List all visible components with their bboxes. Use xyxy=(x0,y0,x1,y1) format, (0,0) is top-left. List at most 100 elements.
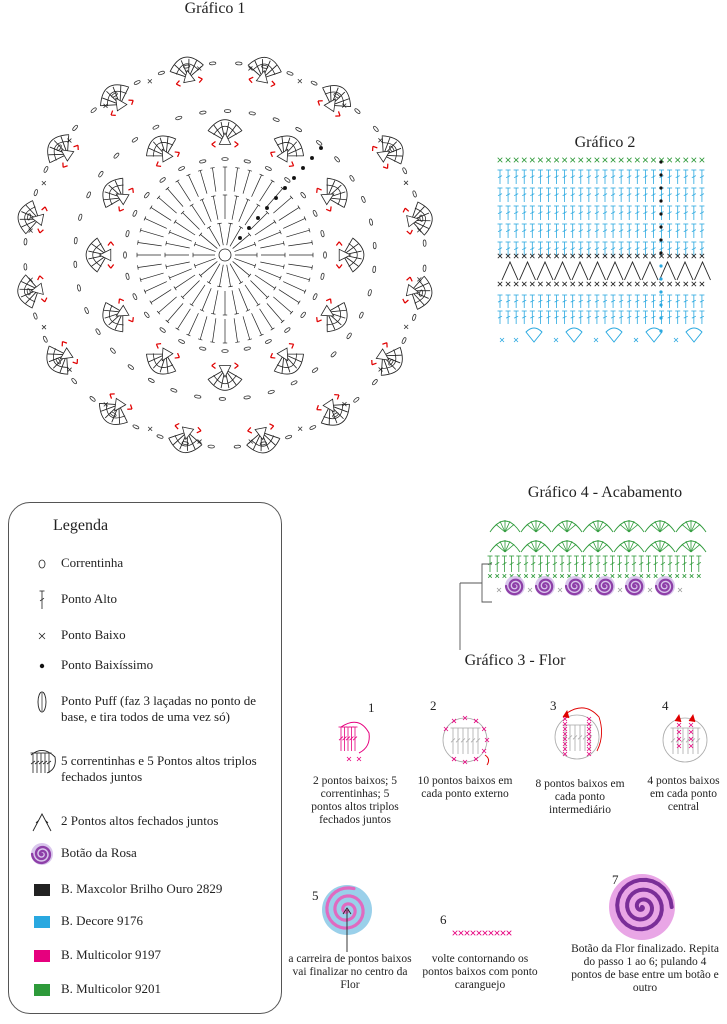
legend-text: 5 correntinhas e 5 Pontos altos triplos … xyxy=(61,753,257,784)
fan-motif xyxy=(102,298,134,333)
chart-1-title: Gráfico 1 xyxy=(184,0,246,17)
puff-stitch-icon xyxy=(27,689,57,715)
rose-button-row xyxy=(496,576,683,596)
black-slip-path xyxy=(237,145,323,240)
slip-dots xyxy=(659,160,663,333)
fan-motif xyxy=(146,343,180,375)
swatch-green xyxy=(27,977,57,1003)
step-number: 4 xyxy=(662,698,669,713)
fan-motif xyxy=(98,393,133,425)
legend-text: Ponto Baixo xyxy=(61,627,126,642)
legend-text: Correntinha xyxy=(61,555,124,570)
step-6-diagram xyxy=(452,930,512,936)
step-1-diagram xyxy=(338,721,370,762)
legend-text: Ponto Baixíssimo xyxy=(61,657,154,672)
legend-text: B. Maxcolor Brilho Ouro 2829 xyxy=(61,881,223,896)
step-2-diagram xyxy=(442,715,490,766)
step-number: 6 xyxy=(440,912,447,927)
green-dc-row xyxy=(487,555,702,572)
dot-stitch-icon xyxy=(27,653,57,679)
legend-text: Ponto Puff (faz 3 laçadas no ponto de ba… xyxy=(61,693,257,724)
step-7-diagram xyxy=(609,874,675,940)
fan-motif xyxy=(402,201,433,236)
step-6-text: volte contornando os pontos baixos com p… xyxy=(422,953,538,991)
chart-4-diagram xyxy=(459,520,707,650)
decrease-two-icon xyxy=(27,809,57,835)
fan-motif xyxy=(402,275,433,310)
chart-4-title: Gráfico 4 - Acabamento xyxy=(527,484,683,501)
green-arch-row xyxy=(489,540,707,553)
chart-3-title: Gráfico 3 - Flor xyxy=(464,652,566,669)
chain-ovals xyxy=(23,61,427,449)
fan-motif xyxy=(270,343,304,375)
fan-motif xyxy=(47,134,79,168)
step-4-text: 4 pontos baixos em cada ponto central xyxy=(647,775,720,813)
fan-motif xyxy=(247,57,282,88)
step-2-text: 10 pontos baixos em cada ponto externo xyxy=(417,775,513,800)
fan-motif xyxy=(207,119,243,148)
fan-motif xyxy=(246,423,281,454)
x-stitch-icon xyxy=(27,623,57,649)
fan-motif xyxy=(168,422,203,453)
fan-motif xyxy=(169,56,204,87)
double-crochet-icon xyxy=(27,587,57,613)
fan-motif xyxy=(335,237,365,273)
step-number: 1 xyxy=(368,700,375,715)
dc-round xyxy=(136,166,314,344)
blue-dc-row xyxy=(497,187,705,202)
green-x-row xyxy=(487,573,701,579)
legend-text: 2 Pontos altos fechados juntos xyxy=(61,813,219,828)
fan-motif xyxy=(317,85,352,117)
step-number: 3 xyxy=(550,698,557,713)
blue-dc-row xyxy=(497,310,705,324)
step-5-text: a carreira de pontos baixos vai finaliza… xyxy=(288,953,412,991)
oval-chain-icon xyxy=(27,551,57,577)
legend-text: B. Decore 9176 xyxy=(61,913,143,928)
swatch-pink xyxy=(27,943,57,969)
swatch-black xyxy=(27,877,57,903)
step-3-text: 8 pontos baixos em cada ponto intermediá… xyxy=(535,778,625,816)
blue-dc-row xyxy=(497,169,705,184)
legend-text: Botão da Rosa xyxy=(61,845,137,860)
fan-motif xyxy=(270,135,304,167)
black-x-row xyxy=(497,253,705,259)
chart-1-diagram xyxy=(17,56,433,454)
fan-motif xyxy=(146,135,180,167)
x-stitches xyxy=(28,66,422,444)
fan-motif xyxy=(316,298,348,333)
fan-motif xyxy=(316,394,350,426)
blue-dc-row xyxy=(497,241,705,256)
step-number: 7 xyxy=(612,872,619,887)
step-number: 2 xyxy=(430,698,437,713)
bracket-line xyxy=(459,563,492,650)
legend-text: B. Multicolor 9201 xyxy=(61,981,162,996)
fan-motif xyxy=(207,362,243,391)
fan-motif xyxy=(17,200,48,235)
fan-motif xyxy=(100,84,134,116)
center-ring xyxy=(218,248,232,262)
dc-round xyxy=(164,194,286,316)
blue-puff-row xyxy=(499,327,703,343)
green-arch-row xyxy=(489,520,707,533)
fan-motif xyxy=(371,135,404,170)
step-5-diagram xyxy=(322,885,372,952)
rose-button-icon xyxy=(27,841,57,867)
fan-motif xyxy=(371,342,403,376)
fan-motif xyxy=(316,177,348,212)
green-x-row xyxy=(497,157,705,163)
legend-text: B. Multicolor 9197 xyxy=(61,947,162,962)
legend-title: Legenda xyxy=(53,517,109,534)
fan-motif xyxy=(85,237,115,273)
blue-dc-row xyxy=(497,205,705,220)
fan-motif xyxy=(46,340,79,375)
cluster-five-icon xyxy=(27,749,57,775)
step-7-text: Botão da Flor finalizado. Repita do pass… xyxy=(571,943,719,994)
blue-dc-row xyxy=(497,294,705,308)
black-arches xyxy=(501,260,711,281)
blue-dc-row xyxy=(497,223,705,238)
fan-motif xyxy=(102,177,134,212)
fan-motif xyxy=(17,274,48,309)
step-3-diagram xyxy=(554,707,602,760)
dc-round xyxy=(192,222,258,288)
